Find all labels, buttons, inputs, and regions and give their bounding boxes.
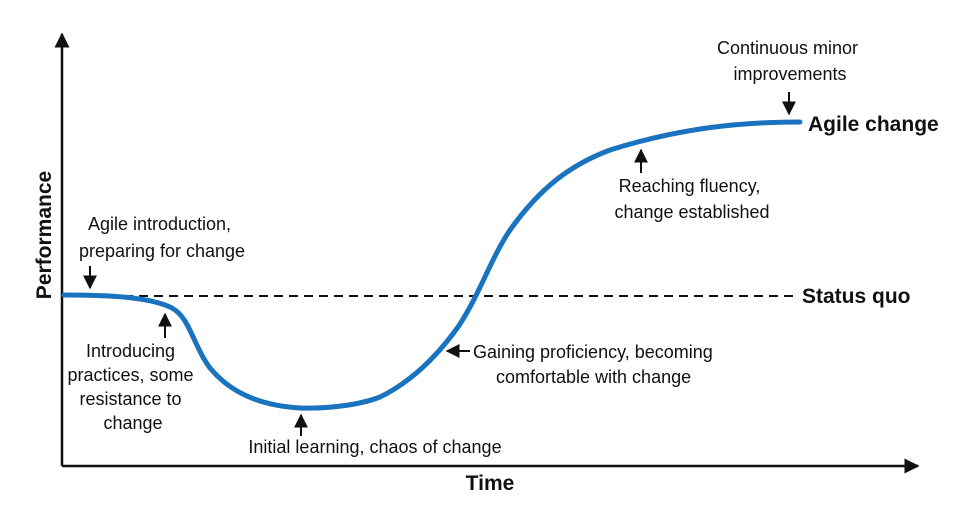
annotation-fluency: Reaching fluency, change established — [614, 176, 769, 222]
annotation-intro: Agile introduction, preparing for change — [79, 214, 245, 261]
annotation-practices-line: Introducing — [86, 341, 175, 361]
annotation-fluency-line: change established — [614, 202, 769, 222]
annotation-proficiency: Gaining proficiency, becoming comfortabl… — [473, 342, 718, 387]
annotation-practices: Introducing practices, some resistance t… — [67, 341, 198, 433]
annotation-practices-line: resistance to — [79, 389, 181, 409]
x-axis-label: Time — [466, 472, 515, 495]
agile-change-label: Agile change — [808, 113, 939, 136]
y-axis-label: Performance — [33, 171, 56, 299]
annotation-continuous: Continuous minor improvements — [717, 38, 863, 84]
annotation-proficiency-line: comfortable with change — [496, 367, 691, 387]
annotation-continuous-line: improvements — [733, 64, 846, 84]
annotation-practices-line: practices, some — [67, 365, 193, 385]
annotation-practices-line: change — [103, 413, 162, 433]
status-quo-label: Status quo — [802, 285, 911, 308]
performance-curve — [61, 119, 803, 411]
annotation-fluency-line: Reaching fluency, — [619, 176, 761, 196]
annotation-proficiency-line: Gaining proficiency, becoming — [473, 342, 713, 362]
annotation-intro-line: preparing for change — [79, 241, 245, 261]
annotation-learning: Initial learning, chaos of change — [248, 437, 501, 457]
annotation-continuous-line: Continuous minor — [717, 38, 858, 58]
annotation-intro-line: Agile introduction, — [88, 214, 231, 234]
